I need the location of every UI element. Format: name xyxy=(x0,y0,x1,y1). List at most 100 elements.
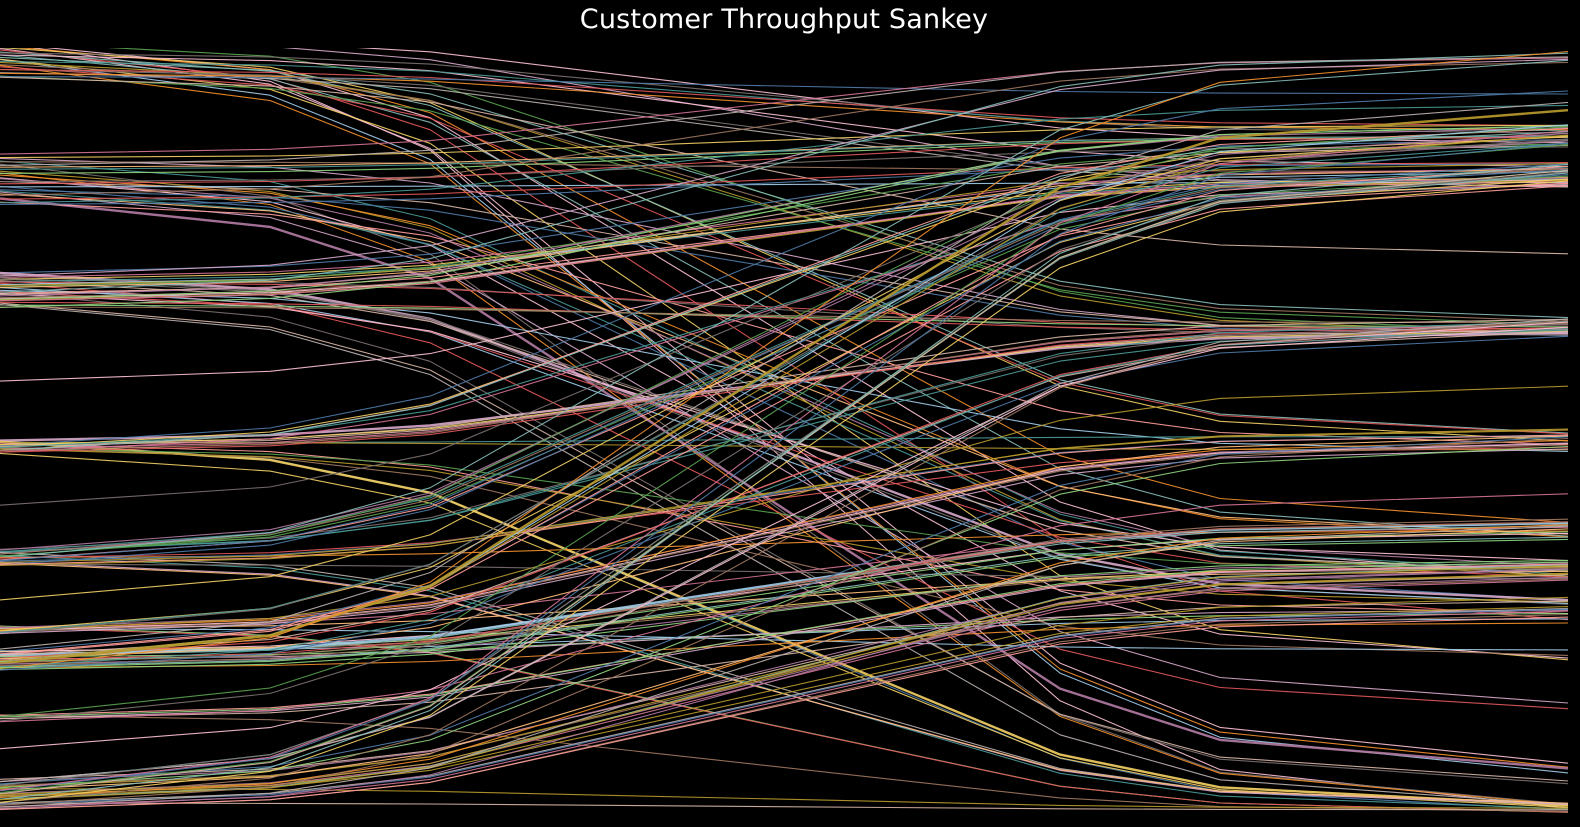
flow-line xyxy=(0,64,1568,768)
flow-line xyxy=(0,174,1568,653)
flow-line xyxy=(0,127,1568,297)
flow-line xyxy=(0,445,1568,789)
flow-line xyxy=(0,329,1568,553)
flow-line xyxy=(0,616,1568,810)
flow-line xyxy=(0,326,1568,750)
chart-title: Customer Throughput Sankey xyxy=(579,4,989,35)
flow-line xyxy=(0,327,1568,453)
sankey-flow-lines xyxy=(0,48,1568,813)
flow-line xyxy=(0,178,1568,567)
flow-line xyxy=(0,56,1568,166)
flow-line xyxy=(0,568,1568,810)
flow-line xyxy=(0,52,1568,134)
flow-line xyxy=(0,303,1568,806)
flow-line xyxy=(0,440,1568,807)
flow-line xyxy=(0,167,1568,278)
flow-line xyxy=(0,135,1568,170)
flow-line xyxy=(0,59,1568,558)
flow-line xyxy=(0,608,1568,806)
flow-line xyxy=(0,335,1568,671)
flow-line xyxy=(0,441,1568,451)
flow-line xyxy=(0,163,1568,800)
flow-line xyxy=(0,559,1568,671)
flow-line xyxy=(0,524,1568,798)
flow-line xyxy=(0,385,1568,632)
flow-line xyxy=(0,802,1568,811)
flow-line xyxy=(0,429,1568,564)
flow-line xyxy=(0,104,1568,204)
flow-line xyxy=(0,714,1568,812)
flow-line xyxy=(0,171,1568,787)
flow-line xyxy=(0,75,1568,326)
flow-line xyxy=(0,184,1568,382)
flow-line xyxy=(0,576,1568,795)
flow-line xyxy=(0,302,1568,782)
flow-line xyxy=(0,142,1568,792)
flow-line xyxy=(0,57,1568,155)
flow-line xyxy=(0,573,1568,795)
flow-line xyxy=(0,306,1568,324)
flow-line xyxy=(0,434,1568,565)
flow-line xyxy=(0,292,1568,562)
flow-line xyxy=(0,162,1568,200)
flow-line xyxy=(0,101,1568,650)
flow-line xyxy=(107,48,1568,333)
flow-line xyxy=(0,289,1568,452)
flow-line xyxy=(0,163,1568,206)
flow-line xyxy=(0,521,1568,667)
flow-line xyxy=(0,193,1568,535)
flow-line xyxy=(0,161,1568,173)
flow-line xyxy=(0,319,1568,803)
flow-line xyxy=(0,320,1568,553)
flow-line xyxy=(0,50,1568,670)
flow-line xyxy=(0,197,1568,770)
flow-line xyxy=(0,180,1568,803)
flow-line xyxy=(0,136,1568,185)
flow-line xyxy=(0,572,1568,788)
flow-line xyxy=(0,437,1568,806)
flow-line xyxy=(0,163,1568,562)
flow-line xyxy=(0,76,1568,255)
flow-line xyxy=(0,564,1568,800)
flow-line xyxy=(0,72,1568,131)
flow-line xyxy=(0,69,1568,127)
flow-line xyxy=(0,493,1568,723)
flow-line xyxy=(0,90,1568,447)
flow-line xyxy=(0,135,1568,601)
flow-line xyxy=(0,136,1568,449)
flow-line xyxy=(0,448,1568,634)
flow-line xyxy=(0,281,1568,330)
flow-line xyxy=(0,561,1568,718)
flow-line xyxy=(0,52,1568,293)
flow-line xyxy=(0,436,1568,785)
flow-line xyxy=(17,48,1568,523)
flow-line xyxy=(0,58,1568,277)
flow-line xyxy=(0,439,1568,630)
flow-line xyxy=(0,126,1568,558)
flow-line xyxy=(0,167,1568,555)
flow-line xyxy=(0,124,1568,159)
flow-line xyxy=(0,536,1568,668)
flow-line xyxy=(0,76,1568,95)
flow-line xyxy=(0,144,1568,718)
flow-line xyxy=(0,165,1568,655)
flow-line xyxy=(0,327,1568,668)
flow-line xyxy=(0,130,1568,791)
flow-line xyxy=(0,525,1568,808)
flow-line xyxy=(0,66,1568,435)
flow-line xyxy=(0,435,1568,660)
flow-line xyxy=(0,169,1568,566)
flow-line xyxy=(0,538,1568,669)
flow-line xyxy=(0,56,1568,319)
flow-line xyxy=(0,528,1568,791)
flow-line xyxy=(0,48,1568,764)
flow-line xyxy=(0,139,1568,506)
flow-line xyxy=(0,175,1568,557)
flow-line xyxy=(0,68,1568,184)
flow-line xyxy=(0,146,1568,183)
flow-line xyxy=(0,596,1568,797)
flow-line xyxy=(0,109,1568,665)
flow-line xyxy=(0,448,1568,603)
sankey-plot-area xyxy=(0,48,1568,827)
flow-line xyxy=(0,185,1568,656)
